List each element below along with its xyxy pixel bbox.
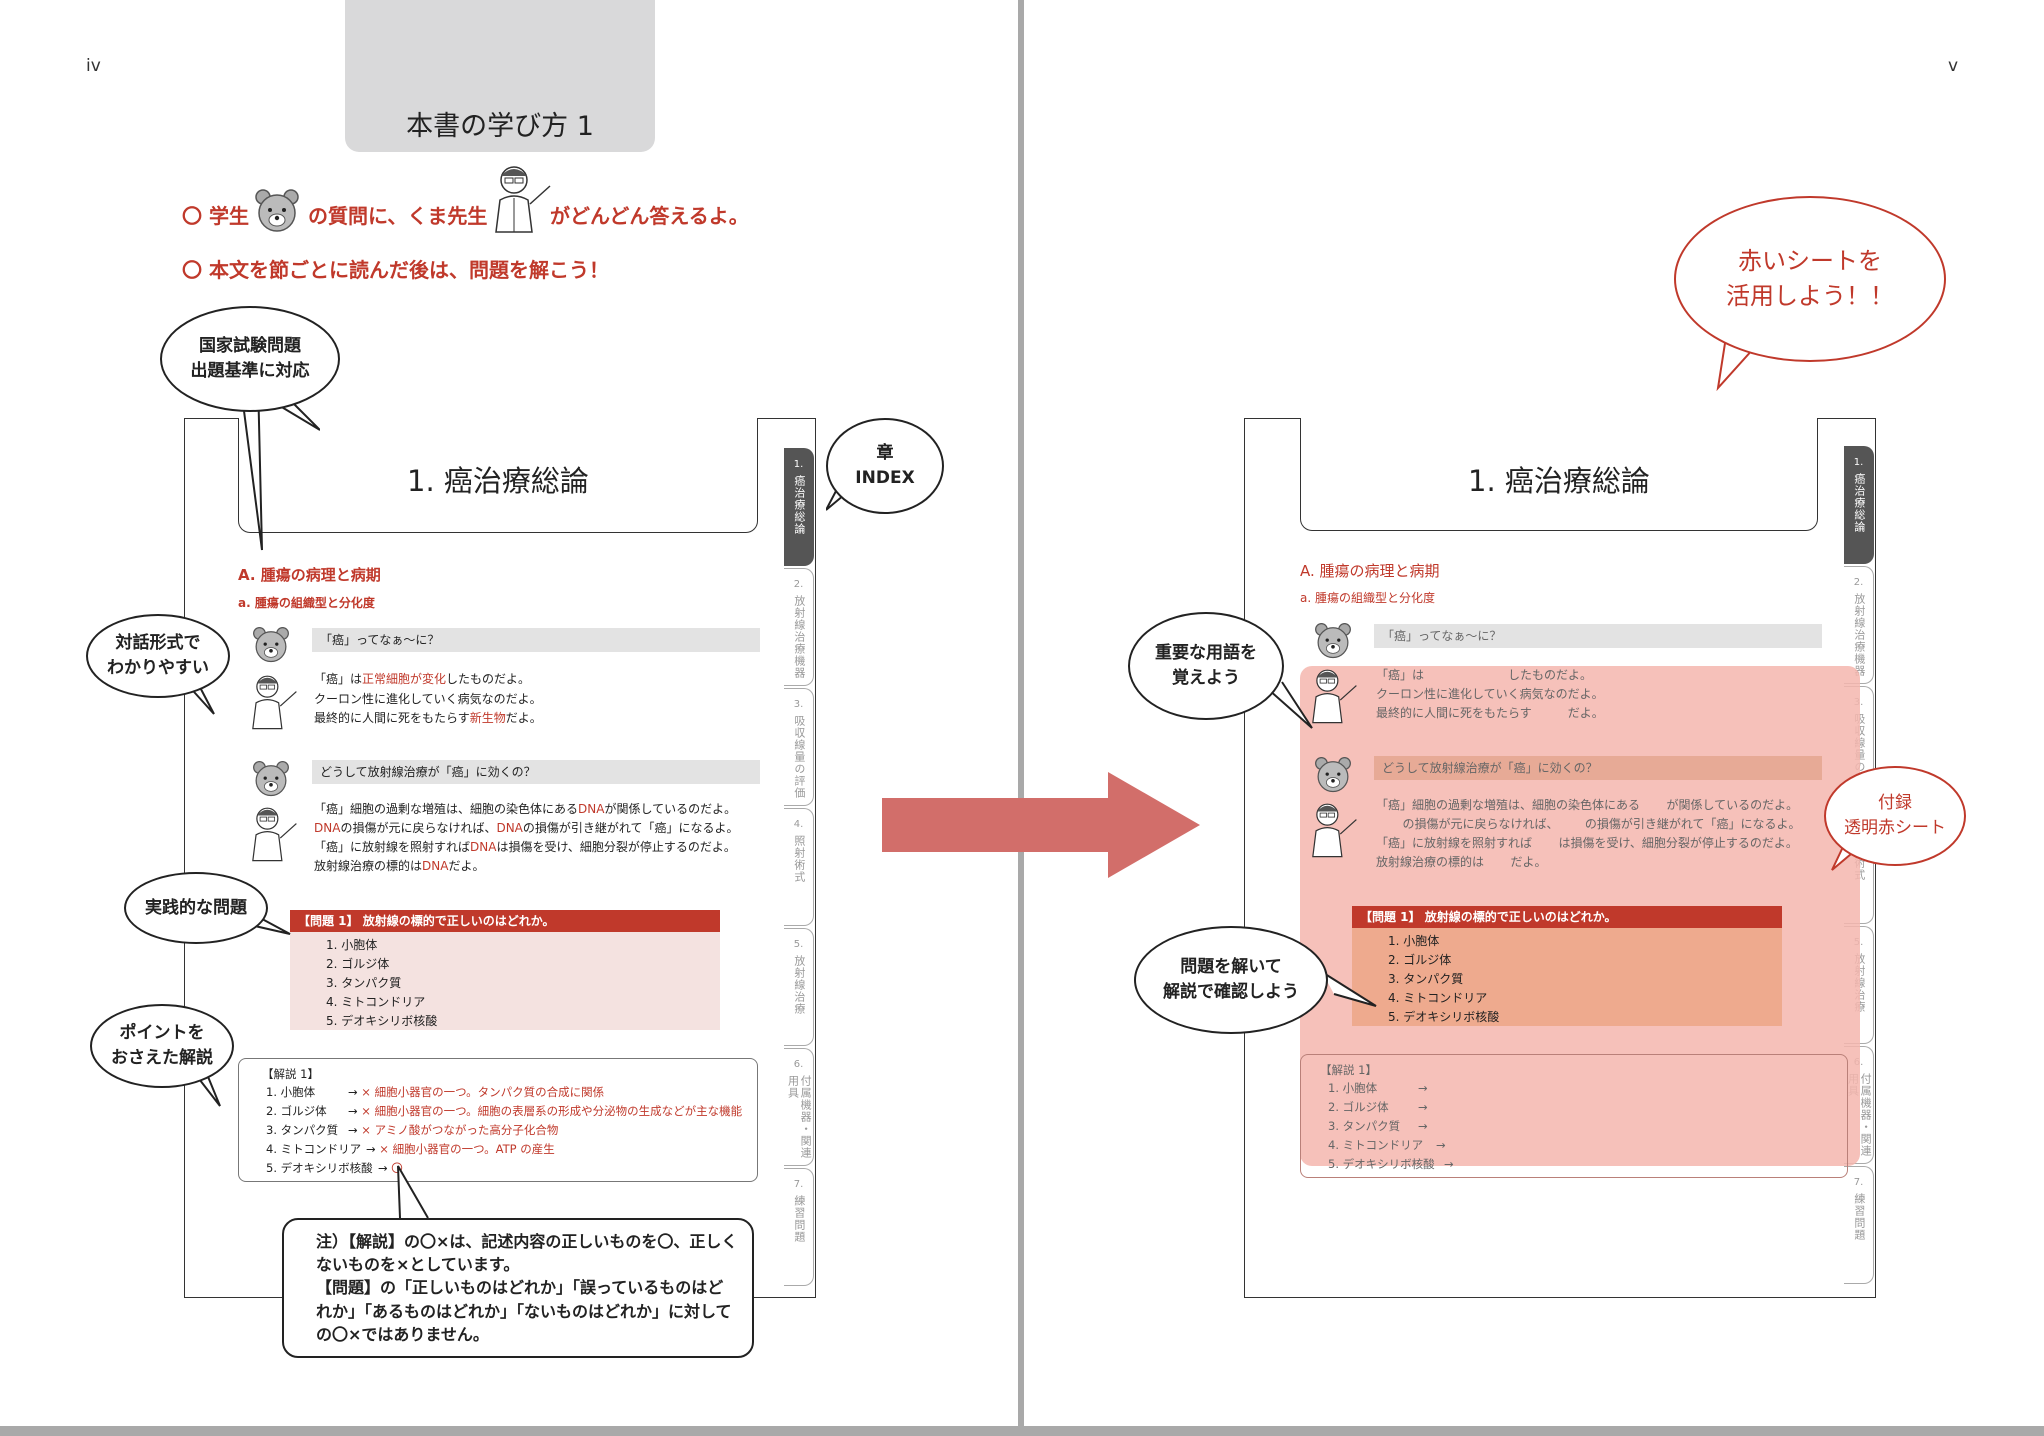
problem-header: 【問題 1】 放射線の標的で正しいのはどれか。 <box>1352 906 1782 928</box>
bubble-key-explanation: ポイントをおさえた解説 <box>90 1004 234 1088</box>
page-number: v <box>1948 56 1959 76</box>
chapter-tab-7[interactable]: 7.練習問題 <box>1844 1166 1874 1284</box>
problem-option: 2. ゴルジ体 <box>1388 953 1452 967</box>
chapter-tab-7[interactable]: 7.練習問題 <box>784 1168 814 1286</box>
right-page: v 赤いシートを活用しよう！！ 1. 癌治療総論 1.癌治療総論 2.放射線治療… <box>1024 0 2044 1426</box>
section-heading-a: A. 腫瘍の病理と病期 <box>238 566 381 584</box>
question-2: どうして放射線治療が「癌」に効くの？ <box>312 760 760 784</box>
left-page: iv 本書の学び方 1 〇 学生 の質問に、くま先生 がどんどん答えるよ。 〇 … <box>0 0 1018 1426</box>
bubble-practical-problem: 実践的な問題 <box>124 872 268 944</box>
intro-line-2: 〇 本文を節ごとに読んだ後は、問題を解こう！ <box>182 258 609 282</box>
professor-icon <box>1312 803 1357 858</box>
chapter-tab-1[interactable]: 1.癌治療総論 <box>784 448 814 566</box>
bear-student-icon <box>1315 623 1351 659</box>
explanation-item-2: 2. ゴルジ体→ <box>1328 1100 1428 1114</box>
bubble-solve-and-check: 問題を解いて解説で確認しよう <box>1134 926 1328 1034</box>
bear-student-icon <box>253 761 289 797</box>
bubble-appendix-red-sheet: 付録透明赤シート <box>1824 766 1966 866</box>
answer-1-line-3: 最終的に人間に死をもたらす新生物だよ。 <box>314 711 542 725</box>
answer-2-line-4: 放射線治療の標的はDNAだよ。 <box>1376 855 1547 869</box>
chapter-tab-1[interactable]: 1.癌治療総論 <box>1844 446 1874 564</box>
chapter-tab-2[interactable]: 2.放射線治療機器 <box>1844 566 1874 684</box>
problem-option: 2. ゴルジ体 <box>326 957 390 971</box>
answer-2-line-1: 「癌」細胞の過剰な増殖は、細胞の染色体にあるDNAが関係しているのだよ。 <box>1376 798 1799 812</box>
bubble-important-terms: 重要な用語を覚えよう <box>1128 612 1284 720</box>
bubble-use-red-sheet: 赤いシートを活用しよう！！ <box>1674 196 1946 362</box>
page-number: iv <box>86 56 101 76</box>
page-title-tab: 本書の学び方 1 <box>345 0 655 152</box>
explanation-item-1: 1. 小胞体→ <box>1328 1081 1428 1095</box>
answer-2-line-2: DNAの損傷が元に戻らなければ、DNAの損傷が引き継がれて「癌」になるよ。 <box>314 821 739 835</box>
professor-icon <box>252 807 297 862</box>
answer-2-line-2: DNAの損傷が元に戻らなければ、DNAの損傷が引き継がれて「癌」になるよ。 <box>1402 817 1801 831</box>
bubble-tail <box>1321 971 1377 1007</box>
chapter-tab-2[interactable]: 2.放射線治療機器 <box>784 568 814 686</box>
problem-option: 4. ミトコンドリア <box>326 995 426 1009</box>
explanation-box <box>1300 1054 1848 1178</box>
explanation-item-4: 4. ミトコンドリア→ × 細胞小器官の一つ。ATP の産生 <box>266 1142 555 1156</box>
answer-1-line-1: 「癌」は正常細胞が変化したものだよ。 <box>1376 668 1593 682</box>
problem-option: 4. ミトコンドリア <box>1388 991 1488 1005</box>
chapter-header: 1. 癌治療総論 <box>1300 418 1818 531</box>
professor-icon <box>495 166 551 233</box>
problem-option: 3. タンパク質 <box>1388 972 1464 986</box>
answer-1-line-1: 「癌」は正常細胞が変化したものだよ。 <box>314 672 531 686</box>
chapter-tab-5[interactable]: 5.放射線治療 <box>784 928 814 1046</box>
problem-body <box>290 932 720 1030</box>
answer-1-line-2: クーロン性に進化していく病気なのだよ。 <box>1376 687 1604 701</box>
bear-student-icon <box>255 189 299 232</box>
chapter-header: 1. 癌治療総論 <box>238 418 758 533</box>
bubble-exam-standard: 国家試験問題出題基準に対応 <box>160 306 340 412</box>
answer-2-line-3: 「癌」に放射線を照射すればDNAは損傷を受け、細胞分裂が停止するのだよ。 <box>314 840 736 854</box>
problem-option: 5. デオキシリボ核酸 <box>1388 1010 1500 1024</box>
page-title: 本書の学び方 1 <box>406 111 594 142</box>
problem-header: 【問題 1】 放射線の標的で正しいのはどれか。 <box>290 910 720 932</box>
bear-student-icon <box>1315 757 1351 793</box>
chapter-tab-3[interactable]: 3.吸収線量の評価 <box>784 688 814 806</box>
professor-icon <box>1312 669 1357 724</box>
bear-student-icon <box>253 627 289 663</box>
bubble-dialog-format: 対話形式でわかりやすい <box>86 614 230 698</box>
arrow-right-icon <box>882 772 1200 878</box>
answer-2-line-4: 放射線治療の標的はDNAだよ。 <box>314 859 485 873</box>
answer-2-line-3: 「癌」に放射線を照射すればDNAは損傷を受け、細胞分裂が停止するのだよ。 <box>1376 836 1798 850</box>
intro-line-1c: がどんどん答えるよ。 <box>550 204 749 228</box>
section-heading-b: a. 腫瘍の組織型と分化度 <box>238 596 375 610</box>
intro-line-1b: の質問に、くま先生 <box>308 204 488 228</box>
problem-option: 1. 小胞体 <box>326 938 378 952</box>
problem-option: 1. 小胞体 <box>1388 934 1440 948</box>
chapter-tab-6[interactable]: 6.付属機器・関連用具 <box>784 1048 814 1166</box>
answer-1-line-2: クーロン性に進化していく病気なのだよ。 <box>314 692 542 706</box>
note-callout: 注）【解説】の〇×は、記述内容の正しいものを〇、正しくないものを×としています。… <box>282 1218 754 1358</box>
professor-icon <box>252 675 297 730</box>
question-2: どうして放射線治療が「癌」に効くの？ <box>1374 756 1822 780</box>
explanation-title: 【解説 1】 <box>262 1067 319 1081</box>
section-heading-a: A. 腫瘍の病理と病期 <box>1300 562 1440 580</box>
bubble-tail <box>397 1165 429 1219</box>
explanation-item-4: 4. ミトコンドリア→ <box>1328 1138 1446 1152</box>
problem-option: 3. タンパク質 <box>326 976 402 990</box>
question-1: 「癌」ってなぁ～に？ <box>1374 624 1822 648</box>
answer-2-line-1: 「癌」細胞の過剰な増殖は、細胞の染色体にあるDNAが関係しているのだよ。 <box>314 802 737 816</box>
chapter-title: 1. 癌治療総論 <box>1468 464 1650 498</box>
chapter-title: 1. 癌治療総論 <box>407 464 589 498</box>
section-heading-b: a. 腫瘍の組織型と分化度 <box>1300 591 1435 605</box>
explanation-item-3: 3. タンパク質→ <box>1328 1119 1428 1133</box>
explanation-item-2: 2. ゴルジ体→ × 細胞小器官の一つ。細胞の表層系の形成や分泌物の生成などが主… <box>266 1104 743 1118</box>
intro-line-1a: 〇 学生 <box>182 204 249 228</box>
explanation-item-5: 5. デオキシリボ核酸→ 〇 <box>266 1161 403 1175</box>
problem-body <box>1352 928 1782 1026</box>
question-1: 「癌」ってなぁ～に？ <box>312 628 760 652</box>
explanation-item-1: 1. 小胞体→ × 細胞小器官の一つ。タンパク質の合成に関係 <box>266 1085 605 1099</box>
explanation-title: 【解説 1】 <box>1320 1063 1377 1077</box>
explanation-item-5: 5. デオキシリボ核酸→ <box>1328 1157 1454 1171</box>
chapter-tab-4[interactable]: 4.照射術式 <box>784 808 814 926</box>
explanation-box <box>238 1058 758 1182</box>
problem-option: 5. デオキシリボ核酸 <box>326 1014 438 1028</box>
explanation-item-3: 3. タンパク質→ × アミノ酸がつながった高分子化合物 <box>266 1123 559 1137</box>
answer-1-line-3: 最終的に人間に死をもたらす新生物だよ。 <box>1376 706 1604 720</box>
